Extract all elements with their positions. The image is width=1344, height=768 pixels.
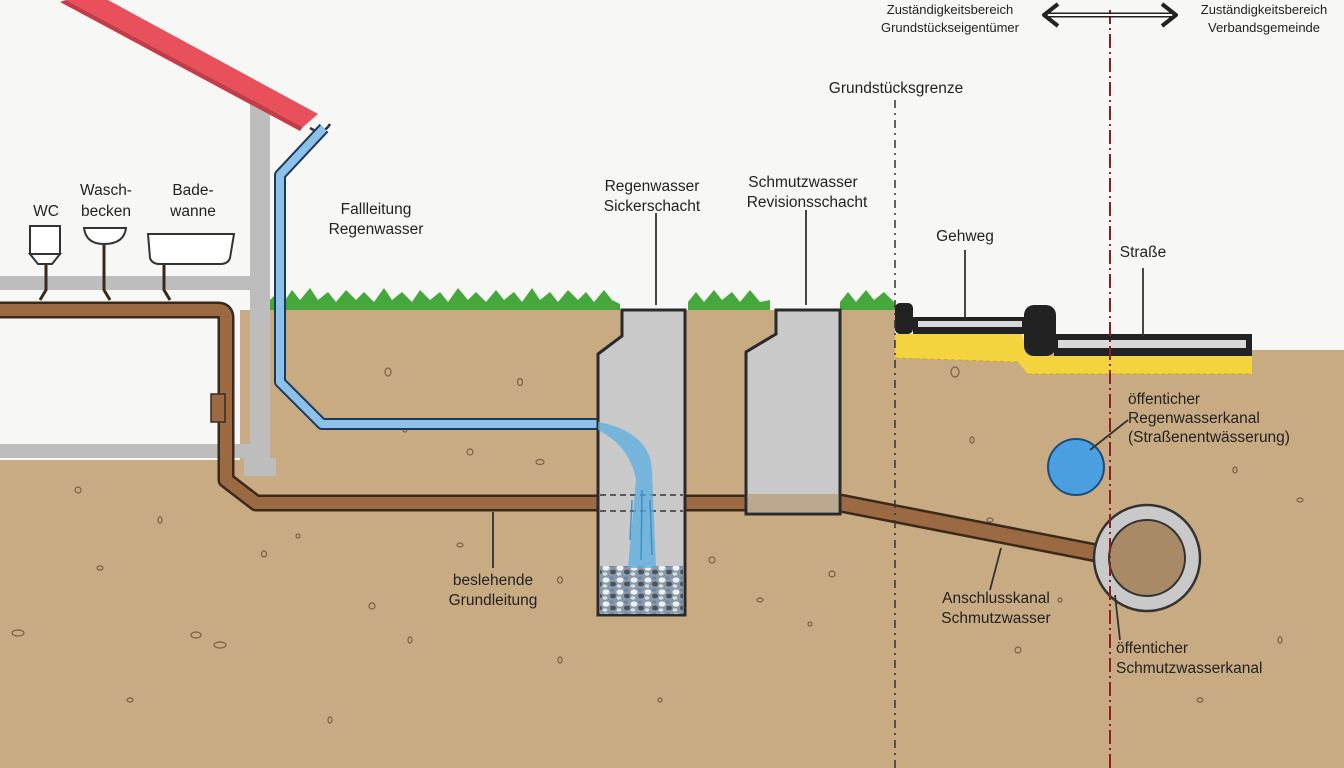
pipe-cleanout xyxy=(210,393,226,423)
public-rainwater-channel xyxy=(1047,438,1105,496)
label-sicker-2: Sickerschacht xyxy=(604,198,701,215)
double-arrow-icon xyxy=(1042,2,1178,28)
label-zust-owner-1: Zuständigkeitsbereich xyxy=(887,2,1013,17)
revision-shaft xyxy=(744,308,842,516)
label-revision-2: Revisionsschacht xyxy=(747,194,868,211)
washbasin-icon xyxy=(82,227,128,246)
leader-lines xyxy=(492,210,1144,641)
label-schmutzkanal-1: öffenticher xyxy=(1116,640,1188,657)
label-revision-1: Schmutzwasser xyxy=(748,174,857,191)
label-bade-1: Bade- xyxy=(172,182,213,199)
label-regenkanal-1: öffenticher xyxy=(1128,391,1200,408)
label-anschluss-1: Anschlusskanal xyxy=(942,590,1050,607)
public-sewage-channel xyxy=(1092,503,1202,613)
grass xyxy=(270,288,895,310)
label-grenze: Grundstücksgrenze xyxy=(829,80,963,97)
label-zust-muni-1: Zuständigkeitsbereich xyxy=(1201,2,1327,17)
label-fall-2: Regenwasser xyxy=(329,221,424,238)
label-schmutzkanal-2: Schmutzwasserkanal xyxy=(1116,660,1262,677)
label-fall-1: Fallleitung xyxy=(341,201,412,218)
label-regenkanal-2: Regenwasserkanal xyxy=(1128,410,1260,427)
label-anschluss-2: Schmutzwasser xyxy=(941,610,1050,627)
house xyxy=(0,100,276,476)
label-gehweg: Gehweg xyxy=(936,228,994,245)
label-wasch-2: becken xyxy=(81,203,131,220)
label-bade-2: wanne xyxy=(169,203,216,220)
label-zust-owner-2: Grundstückseigentümer xyxy=(881,20,1020,35)
label-wc: WC xyxy=(33,203,59,220)
label-grund-2: Grundleitung xyxy=(449,592,538,609)
sidewalk-road xyxy=(894,303,1252,375)
label-zust-muni-2: Verbandsgemeinde xyxy=(1208,20,1320,35)
sky xyxy=(0,0,1344,350)
soil-pebbles xyxy=(11,366,1304,724)
roof xyxy=(66,0,318,127)
main-sewage-pipe-fill xyxy=(0,304,600,509)
rainwater-downpipe-fill xyxy=(276,125,598,428)
roof-edge xyxy=(60,0,303,131)
fixture-drains xyxy=(38,240,172,301)
label-grund-1: beslehende xyxy=(453,572,533,589)
connection-channel-fill xyxy=(838,496,1114,563)
label-sicker-1: Regenwasser xyxy=(605,178,700,195)
bathtub-icon xyxy=(146,233,236,265)
soakaway-shaft xyxy=(596,308,687,617)
label-wasch-1: Wasch- xyxy=(80,182,132,199)
label-regenkanal-3: (Straßenentwässerung) xyxy=(1128,429,1290,446)
label-strasse: Straße xyxy=(1120,244,1167,261)
wc-icon xyxy=(27,225,63,265)
